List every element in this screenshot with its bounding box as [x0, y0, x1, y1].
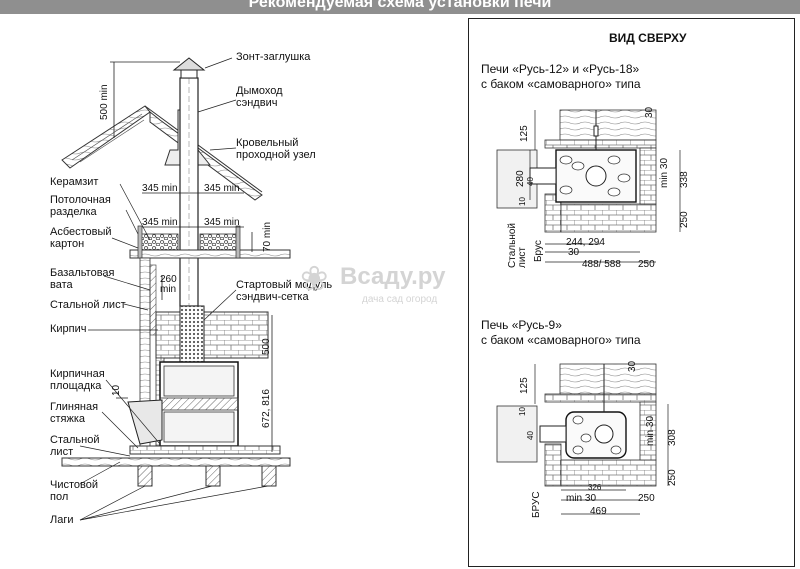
watermark-logo: ❀ Всаду.ру дача сад огород: [300, 262, 470, 312]
ceiling: [129, 225, 291, 259]
label-asbestos: Асбестовый картон: [50, 226, 112, 250]
page-title: Рекомендуемая схема установки печи: [248, 0, 552, 11]
top-plan: [496, 109, 681, 263]
stove-section-drawing: [61, 57, 291, 521]
label-clean-floor: Чистовой пол: [50, 479, 98, 503]
top-dim-30-bottom: 30: [568, 247, 580, 258]
top-dim-244-294: 244, 294: [566, 237, 605, 248]
dim-260min: 260 min: [160, 274, 177, 295]
label-steel-sheet-floor: Стальной лист: [50, 434, 100, 458]
label-steel-sheet: Стальной лист: [50, 299, 126, 311]
label-start-module: Стартовый модуль сэндвич-сетка: [236, 279, 333, 303]
dim-345-roof-left: 345 min: [142, 183, 178, 194]
start-module-mesh: [179, 305, 205, 363]
bottom-dim-40: 40: [526, 431, 535, 440]
bottom-dim-min30-bottom: min 30: [566, 493, 597, 504]
label-cap: Зонт-заглушка: [236, 51, 311, 63]
top-dim-10: 10: [518, 197, 527, 206]
bottom-dim-10: 10: [518, 407, 527, 416]
bottom-dim-250: 250: [667, 469, 678, 486]
panel-heading: ВИД СВЕРХУ: [609, 31, 687, 45]
dim-345-ceil-left: 345 min: [142, 217, 178, 228]
top-label-steel: Стальной лист: [507, 223, 528, 268]
top-dim-min30: min 30: [659, 157, 670, 188]
bottom-dim-250-bottom: 250: [638, 493, 655, 504]
bottom-dim-125: 125: [519, 377, 530, 394]
watermark-icon: ❀: [300, 260, 329, 298]
basalt-wool: [149, 264, 157, 336]
label-brick: Кирпич: [50, 323, 87, 335]
dim-345-ceil-right: 345 min: [204, 217, 240, 228]
bottom-dim-30-top: 30: [627, 360, 638, 372]
dim-345-roof-right: 345 min: [204, 183, 240, 194]
brick-platform: [129, 445, 281, 455]
clean-floor: [61, 457, 291, 467]
top-dim-40: 40: [526, 177, 535, 186]
bottom-dim-308: 308: [667, 429, 678, 446]
top-dim-488-588: 488/ 588: [582, 259, 621, 270]
label-ceiling-cut: Потолочная разделка: [50, 194, 111, 218]
bottom-label-brus: БРУС: [531, 491, 542, 518]
top-dim-338: 338: [679, 171, 690, 188]
label-chimney: Дымоход сэндвич: [236, 85, 283, 109]
label-brick-platform: Кирпичная площадка: [50, 368, 105, 392]
top-dim-250: 250: [679, 211, 690, 228]
brick-screen: [155, 311, 269, 359]
top-dim-30-top: 30: [644, 106, 655, 118]
top-view-panel: [468, 18, 795, 567]
top-dim-280: 280: [515, 170, 526, 187]
watermark-tagline: дача сад огород: [362, 294, 438, 305]
leader-lines: [79, 57, 269, 521]
bottom-plan: [496, 363, 669, 515]
label-roof-node: Кровельный проходной узел: [236, 137, 316, 161]
bottom-plan-title: Печь «Русь-9» с баком «самоварного» типа: [481, 318, 641, 347]
top-dim-250-bottom: 250: [638, 259, 655, 270]
bottom-dim-326: 326: [588, 483, 602, 492]
bottom-dim-469: 469: [590, 506, 607, 517]
label-keramzit: Керамзит: [50, 176, 99, 188]
top-label-brus: Брус: [533, 240, 544, 262]
bottom-dim-min30-right: min 30: [645, 415, 656, 446]
title-banner: Рекомендуемая схема установки печи: [0, 0, 800, 14]
top-dim-125: 125: [519, 125, 530, 142]
dimension-lines: [110, 61, 273, 452]
watermark-name: Всаду.ру: [340, 263, 446, 290]
label-clay-screed: Глиняная стяжка: [50, 401, 99, 425]
label-basalt: Базальтовая вата: [50, 267, 115, 291]
stove-body: [127, 361, 239, 447]
joists: [137, 465, 277, 487]
top-plan-title: Печи «Русь-12» и «Русь-18» с баком «само…: [481, 62, 641, 91]
label-joists: Лаги: [50, 514, 74, 526]
